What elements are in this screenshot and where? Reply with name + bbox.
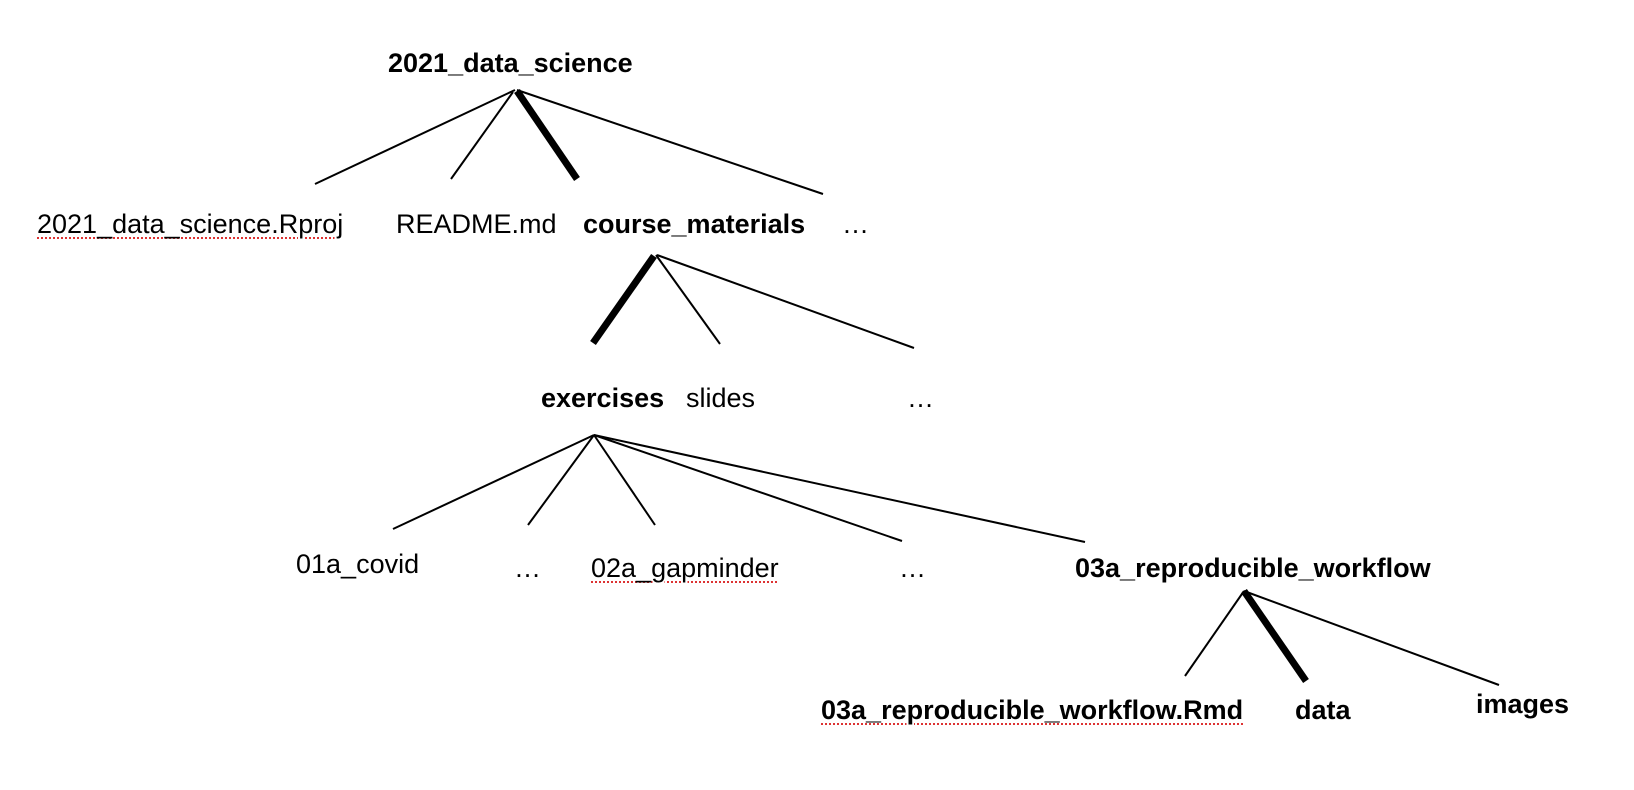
root-folder-label: 2021_data_science [388,48,633,78]
edge-exercises-more-a [527,434,595,526]
rmd-file-label: 03a_reproducible_workflow.Rmd [821,695,1244,725]
level2-ellipsis: … [907,383,934,413]
images-folder-label: images [1476,689,1570,719]
edge-course-slides [655,254,721,345]
edge-root-more [516,89,824,195]
reproducible-workflow-folder-label: 03a_reproducible_workflow [1075,553,1431,583]
exercises-folder-label: exercises [541,383,665,413]
edge-course-exercises [590,253,657,346]
edge-exercises-gapminder [593,434,656,526]
edge-reproducible-rmd [1184,590,1245,677]
covid-folder-label: 01a_covid [296,549,420,579]
course-materials-folder-label: course_materials [583,209,806,239]
edge-root-readme [450,91,514,180]
edge-reproducible-images [1243,590,1500,686]
edge-root-rproj [314,89,516,185]
slides-folder-label: slides [686,383,756,413]
edge-exercises-covid [392,434,595,530]
level3-ellipsis-a: … [514,553,541,583]
level1-ellipsis: … [842,209,869,239]
rproj-file-label: 2021_data_science.Rproj [37,209,344,239]
readme-file-label: README.md [396,209,557,239]
edge-course-more [656,254,915,349]
data-folder-label: data [1295,695,1351,725]
level3-ellipsis-b: … [899,553,926,583]
edge-root-course-materials [514,89,580,181]
edge-exercises-more-b [593,434,903,542]
edge-exercises-reproducible [593,434,1086,543]
edge-reproducible-data [1241,589,1309,683]
gapminder-folder-label: 02a_gapminder [591,553,779,583]
